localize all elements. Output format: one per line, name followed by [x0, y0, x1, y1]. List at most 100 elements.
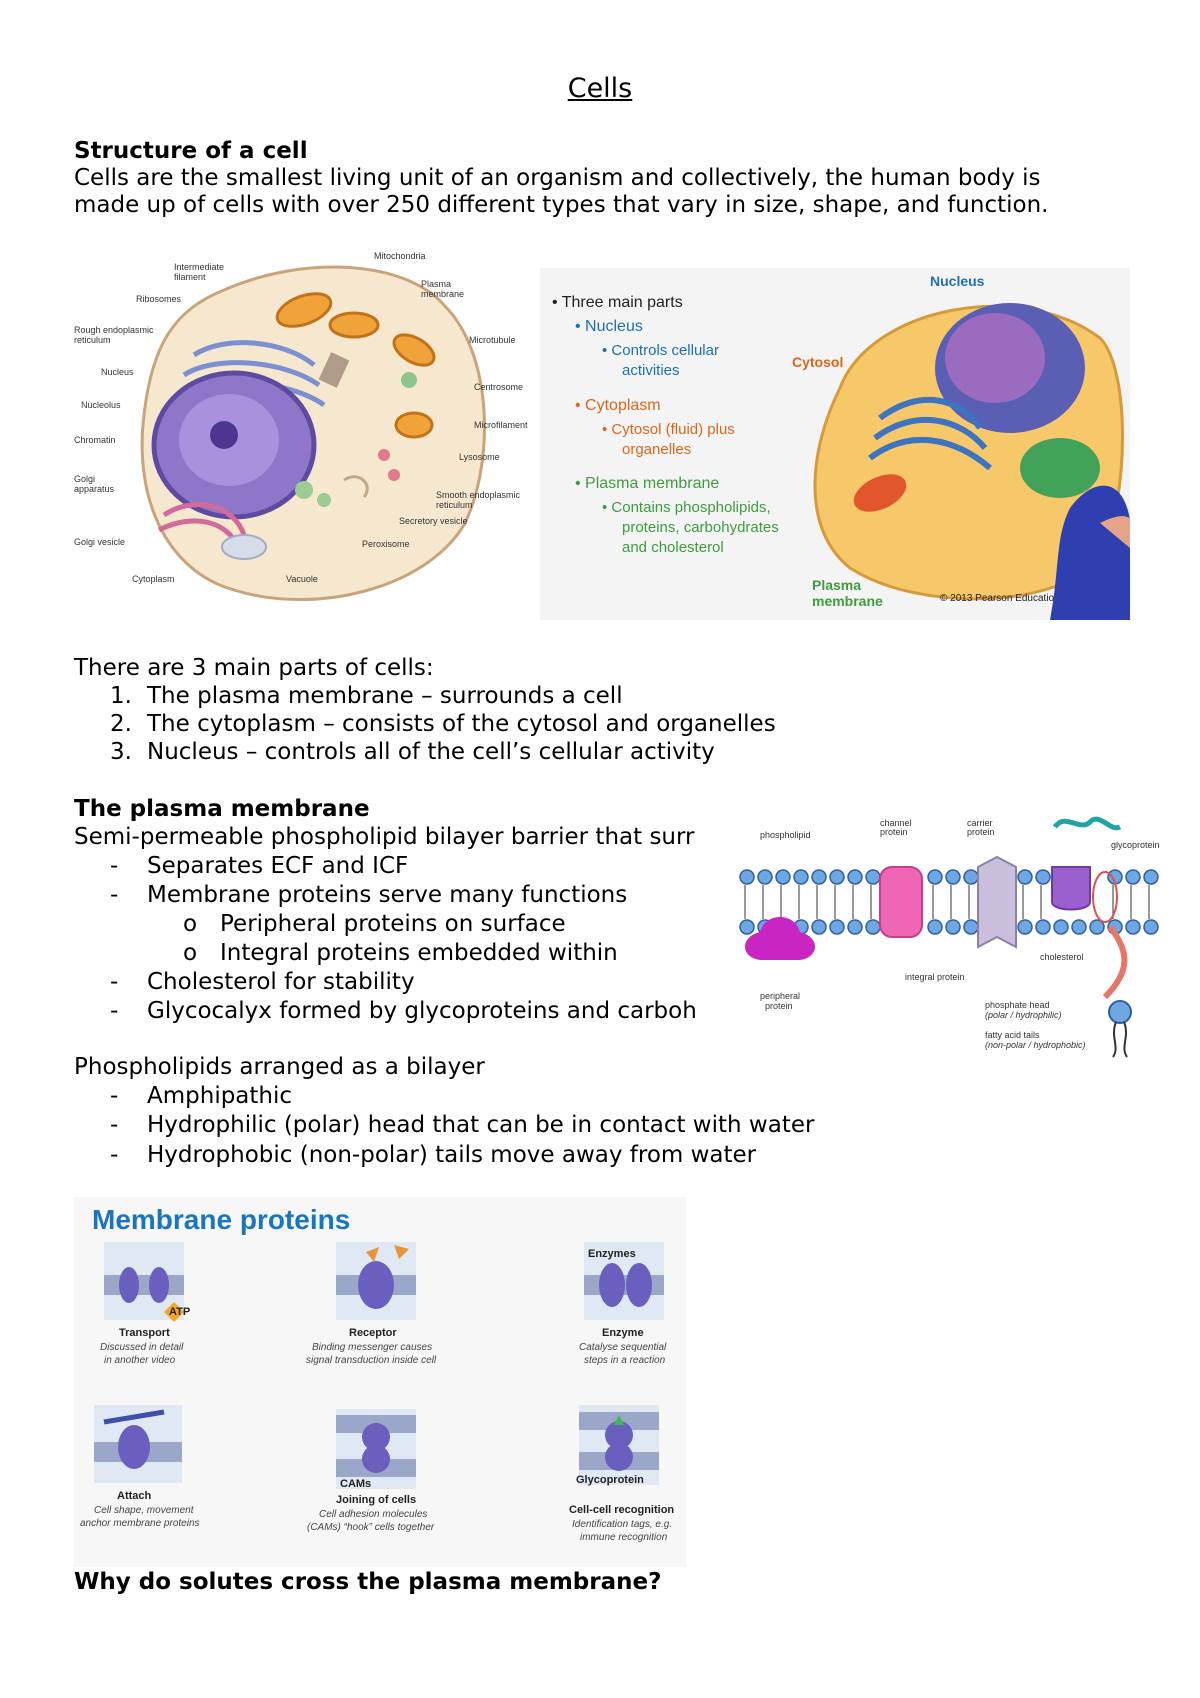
parts-label-nucleus: Nucleus [930, 273, 985, 289]
parts-label-plasma-membrane-1: Plasma [812, 577, 861, 593]
membrane-label-head-1: phosphate head [985, 1000, 1050, 1010]
receptor-desc-1: Binding messenger causes [312, 1342, 432, 1353]
parts-list-number-2: 2. [110, 711, 132, 737]
transport-label: Transport [119, 1327, 170, 1339]
parts-list-item-3: Nucleus – controls all of the cell’s cel… [147, 739, 715, 765]
parts-list-item-2: The cytoplasm – consists of the cytosol … [147, 711, 776, 737]
attach-desc-2: anchor membrane proteins [80, 1518, 200, 1529]
membrane-proteins-title: Membrane proteins [92, 1204, 350, 1235]
bullet-hydrophobic-tails: Hydrophobic (non-polar) tails move away … [147, 1142, 757, 1168]
parts-membrane-sub-2: proteins, carbohydrates [622, 519, 779, 536]
parts-copyright: © 2013 Pearson Educatio [940, 593, 1055, 604]
label-plasma-membrane-1: Plasma [421, 279, 451, 289]
label-cytoplasm: Cytoplasm [132, 574, 175, 584]
parts-intro: • Three main parts [552, 294, 683, 311]
membrane-label-head-2: (polar / hydrophilic) [985, 1010, 1062, 1020]
label-intermediate-filament-1: Intermediate [174, 262, 224, 272]
cams-tag: CAMs [340, 1478, 371, 1490]
attach-desc-1: Cell shape, movement [94, 1505, 195, 1516]
membrane-label-integral: integral protein [905, 972, 965, 982]
parts-label-cytosol: Cytosol [792, 354, 843, 370]
cell-parts-panel: • Three main parts • Nucleus • Controls … [540, 268, 1130, 620]
attach-label: Attach [117, 1490, 152, 1502]
page-title: Cells [567, 73, 633, 104]
parts-cytoplasm-sub-2: organelles [622, 441, 691, 458]
membrane-proteins-panel: Membrane proteins ATP Transport Discusse… [74, 1197, 686, 1567]
parts-list-item-1: The plasma membrane – surrounds a cell [147, 683, 623, 709]
label-ribosomes: Ribosomes [136, 294, 182, 304]
parts-membrane-sub-3: and cholesterol [622, 539, 724, 556]
label-lysosome: Lysosome [459, 452, 500, 462]
parts-nucleus-sub-1: • Controls cellular [602, 342, 719, 359]
label-secretory-vesicle: Secretory vesicle [399, 516, 468, 526]
label-chromatin: Chromatin [74, 435, 116, 445]
label-intermediate-filament-2: filament [174, 272, 206, 282]
transport-atp-tag: ATP [169, 1306, 190, 1318]
label-golgi-vesicle: Golgi vesicle [74, 537, 125, 547]
receptor-label: Receptor [349, 1327, 397, 1339]
membrane-label-cholesterol: cholesterol [1040, 952, 1084, 962]
bullet-dash: - [110, 998, 119, 1024]
bullet-amphipathic: Amphipathic [147, 1083, 293, 1109]
parts-membrane-sub-1: • Contains phospholipids, [602, 499, 771, 516]
label-peroxisome: Peroxisome [362, 539, 410, 549]
parts-list-intro: There are 3 main parts of cells: [74, 655, 434, 681]
enzyme-label: Enzyme [602, 1327, 644, 1339]
label-vacuole: Vacuole [286, 574, 318, 584]
label-smooth-er-1: Smooth endoplasmic [436, 490, 521, 500]
bullet-dash: - [110, 853, 119, 879]
membrane-label-tail-1: fatty acid tails [985, 1030, 1040, 1040]
receptor-desc-2: signal transduction inside cell [306, 1355, 437, 1366]
label-microfilament: Microfilament [474, 420, 528, 430]
bullet-hydrophilic-head: Hydrophilic (polar) head that can be in … [147, 1112, 815, 1138]
structure-paragraph-line-1: Cells are the smallest living unit of an… [74, 165, 1041, 191]
bullet-circle: o [183, 911, 198, 937]
joining-desc-1: Cell adhesion molecules [319, 1509, 427, 1520]
transport-desc-1: Discussed in detail [100, 1342, 184, 1353]
bullet-peripheral-proteins: Peripheral proteins on surface [220, 911, 566, 937]
enzymes-tag: Enzymes [588, 1248, 636, 1260]
label-plasma-membrane-2: membrane [421, 289, 464, 299]
label-golgi-2: apparatus [74, 484, 115, 494]
membrane-label-peripheral-1: peripheral [760, 991, 800, 1001]
section-heading-plasma-membrane: The plasma membrane [74, 796, 370, 822]
parts-list-number-3: 3. [110, 739, 132, 765]
label-nucleolus: Nucleolus [81, 400, 121, 410]
bullet-dash: - [110, 1083, 119, 1109]
parts-list-number-1: 1. [110, 683, 132, 709]
bullet-integral-proteins: Integral proteins embedded within [220, 940, 618, 966]
enzyme-desc-1: Catalyse sequential [579, 1342, 667, 1353]
label-smooth-er-2: reticulum [436, 500, 473, 510]
transport-desc-2: in another video [104, 1355, 176, 1366]
recognition-desc-1: Identification tags, e.g. [572, 1519, 672, 1530]
parts-cytoplasm: • Cytoplasm [575, 397, 661, 414]
membrane-label-carrier-2: protein [967, 827, 995, 837]
bullet-cholesterol: Cholesterol for stability [147, 969, 415, 995]
bullet-circle: o [183, 940, 198, 966]
label-nucleus: Nucleus [101, 367, 134, 377]
membrane-label-tail-2: (non-polar / hydrophobic) [985, 1040, 1086, 1050]
bullet-dash: - [110, 1112, 119, 1138]
membrane-label-channel-1: channel [880, 818, 912, 828]
bullet-separates-ecf-icf: Separates ECF and ICF [147, 853, 409, 879]
recognition-label: Cell-cell recognition [569, 1504, 674, 1516]
recognition-desc-2: immune recognition [580, 1532, 668, 1543]
label-microtubule: Microtubule [469, 335, 516, 345]
parts-membrane: • Plasma membrane [575, 475, 719, 492]
parts-nucleus: • Nucleus [575, 318, 643, 335]
bullet-dash: - [110, 1142, 119, 1168]
membrane-label-peripheral-2: protein [765, 1001, 793, 1011]
parts-nucleus-sub-2: activities [622, 362, 680, 379]
section-heading-solutes: Why do solutes cross the plasma membrane… [74, 1569, 662, 1595]
section-heading-structure: Structure of a cell [74, 138, 308, 164]
membrane-label-carrier-1: carrier [967, 818, 993, 828]
membrane-label-glycoprotein: glycoprotein [1111, 840, 1160, 850]
parts-cytoplasm-sub-1: • Cytosol (fluid) plus [602, 421, 735, 438]
phospholipids-intro: Phospholipids arranged as a bilayer [74, 1054, 485, 1080]
label-mitochondria: Mitochondria [374, 251, 426, 261]
parts-label-plasma-membrane-2: membrane [812, 593, 883, 609]
membrane-label-channel-2: protein [880, 827, 908, 837]
label-centrosome: Centrosome [474, 382, 523, 392]
cell-structure-diagram: Intermediate filament Ribosomes Rough en… [74, 251, 528, 601]
label-rough-er-2: reticulum [74, 335, 111, 345]
